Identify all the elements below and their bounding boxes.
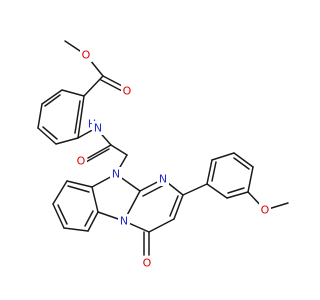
bond-carbonyl-ring [83,75,104,97]
bond-aryl-5-inner [227,187,245,194]
atom-labels: O O H N O N N N O O [75,48,271,270]
bond-benzene-6 [77,95,85,139]
bond-benzene-1 [61,89,85,97]
bond-benzene-3 [37,103,43,129]
bond-benzene-4-inner [42,126,58,140]
bond-c2-c3-double [169,195,179,217]
nitrogen-ring-bridge-label: N [120,215,128,228]
oxygen-amide-label: O [77,155,86,168]
bond-aryl-2 [211,152,235,161]
oxygen-ester-carbonyl-label: O [123,85,132,98]
bond-carbonyl-ch2 [110,144,128,156]
bond-aryl-3-inner [233,157,250,170]
bond-aryl-5 [226,191,249,199]
bond-benzo-2 [52,180,68,205]
bond-c2-c3 [173,194,184,220]
bond-benzo-6 [91,186,99,213]
bonds [37,40,289,256]
nitrogen-ring-top-label: N [112,168,120,181]
bond-benzene-5 [55,137,79,145]
bond-aryl-6 [206,183,228,199]
molecule-structure-diagram: O O H N O N N N O O [37,40,289,270]
bond-benzene-6-inner [74,100,81,134]
bond-aryl-1-inner [211,161,217,182]
nitrogen-amide-label: N [94,122,102,135]
bond-amide-double-2 [85,148,110,163]
bond-c2-aryl [182,183,208,196]
bond-c3-c4 [148,218,175,233]
bond-benzo-1 [66,180,93,188]
oxygen-ring-ketone-label: O [143,257,152,270]
bond-benzo-1-inner [67,185,90,193]
bond-benzene-4 [37,127,57,145]
nitrogen-ring-right-label: N [159,173,167,186]
bond-aryl-1 [206,159,213,185]
bond-benzene-2-inner [44,94,61,107]
bond-benzo-3 [52,203,65,229]
oxygen-methoxy-label: O [261,204,270,217]
bond-aryl-3 [233,152,254,168]
bond-benzo-5 [87,211,99,232]
bond-benzene-2 [41,89,63,105]
bond-benzo-4 [63,227,89,232]
oxygen-ester-single-label: O [82,49,91,62]
bond-c10a-n1-double [142,184,165,197]
bond-amide-double-1 [87,144,112,159]
bond-benzo-5-inner [84,210,94,227]
bond-carbonyl-double-2 [100,79,125,93]
bond-aryl-4 [247,166,254,193]
bond-benzo-3-inner [57,204,68,225]
